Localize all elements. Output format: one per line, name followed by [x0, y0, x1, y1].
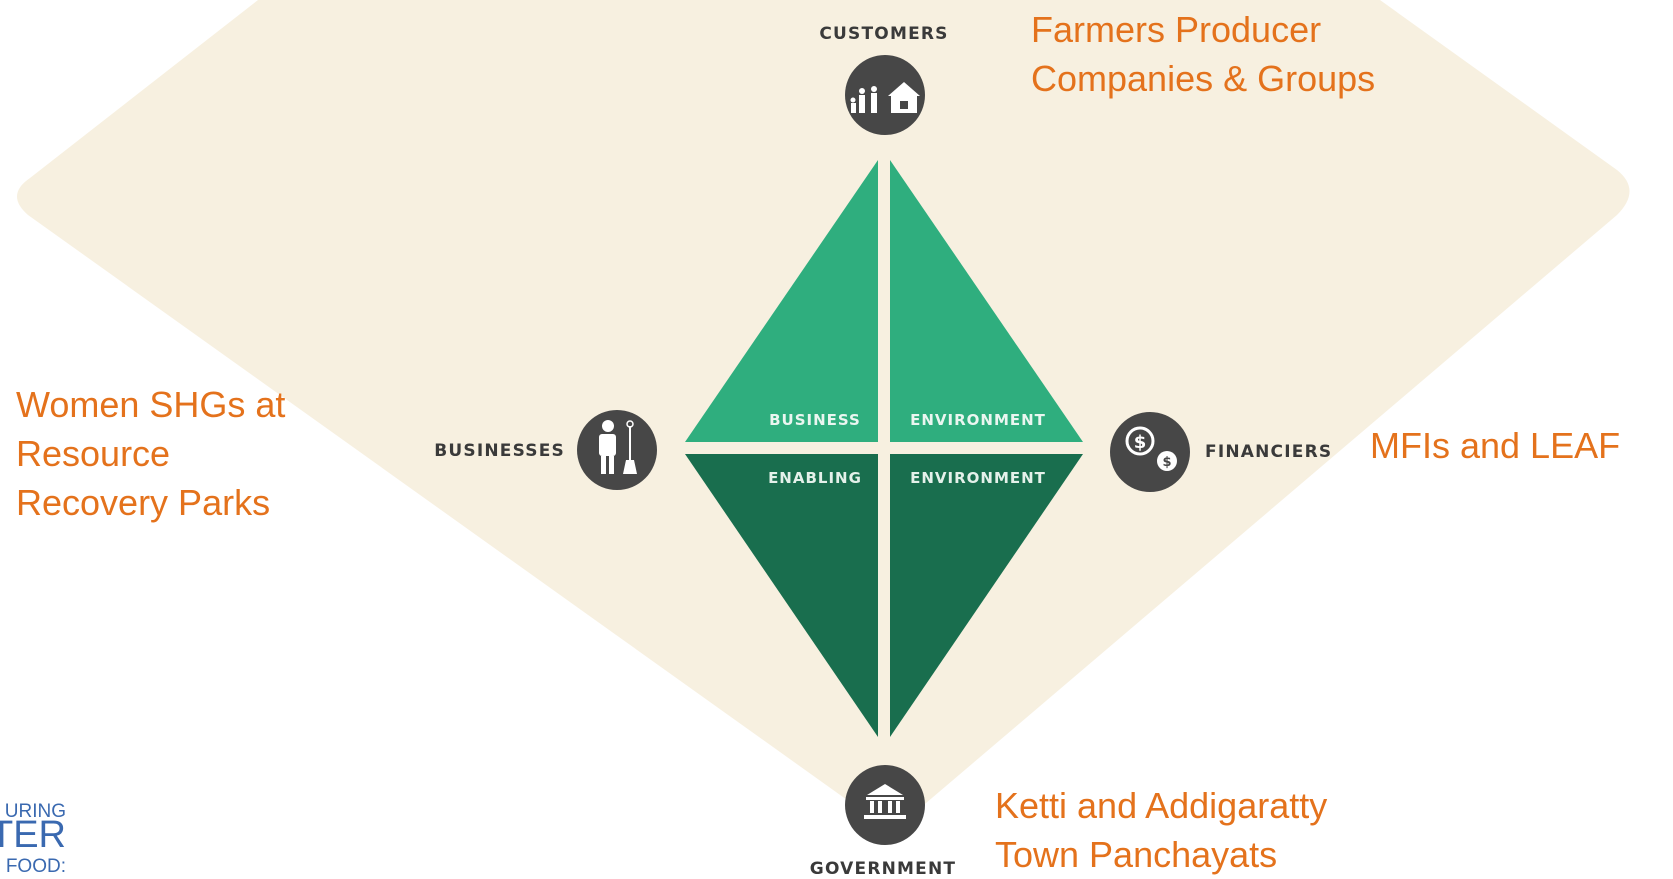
businesses-annotation-line-1: Women SHGs at — [16, 384, 286, 425]
government-annotation: Ketti and Addigaratty Town Panchayats — [995, 781, 1327, 879]
environment-quadrant-bottom — [890, 454, 1083, 737]
environment-quadrant-top — [890, 160, 1083, 442]
government-annotation-line-1: Ketti and Addigaratty — [995, 785, 1328, 826]
businesses-annotation: Women SHGs at Resource Recovery Parks — [16, 380, 285, 527]
logo-line-3: FOOD: — [5, 856, 66, 877]
coins-icon: $ $ — [1110, 412, 1190, 492]
role-label-government: GOVERNMENT — [810, 859, 956, 879]
customers-annotation: Farmers Producer Companies & Groups — [1031, 5, 1375, 103]
business-quadrant — [685, 160, 878, 442]
quadrant-label-business: BUSINESS — [769, 411, 861, 429]
customers-annotation-line-1: Farmers Producer — [1031, 9, 1322, 50]
role-label-customers: CUSTOMERS — [819, 24, 948, 44]
role-label-businesses: BUSINESSES — [434, 441, 565, 461]
role-label-financiers: FINANCIERS — [1205, 442, 1332, 462]
logo-line-2: TER — [0, 814, 66, 856]
logo-line-1: URING — [4, 801, 66, 822]
quadrant-label-enabling: ENABLING — [768, 469, 862, 487]
government-annotation-line-2: Town Panchayats — [995, 834, 1278, 875]
svg-text:$: $ — [1162, 455, 1171, 470]
financiers-annotation: MFIs and LEAF — [1370, 421, 1620, 470]
partner-logo: URING TER FOOD: — [0, 799, 70, 879]
financiers-annotation-line-1: MFIs and LEAF — [1370, 425, 1621, 466]
businesses-annotation-line-2: Resource — [16, 433, 171, 474]
quadrant-label-environment-top: ENVIRONMENT — [910, 411, 1046, 429]
quadrant-label-environment-bottom: ENVIRONMENT — [910, 469, 1046, 487]
government-building-icon — [845, 765, 925, 845]
family-house-icon — [845, 55, 925, 135]
businesses-annotation-line-3: Recovery Parks — [16, 482, 271, 523]
worker-broom-icon — [577, 410, 657, 490]
customers-annotation-line-2: Companies & Groups — [1031, 58, 1376, 99]
svg-text:$: $ — [1134, 432, 1147, 453]
enabling-quadrant — [685, 454, 878, 737]
